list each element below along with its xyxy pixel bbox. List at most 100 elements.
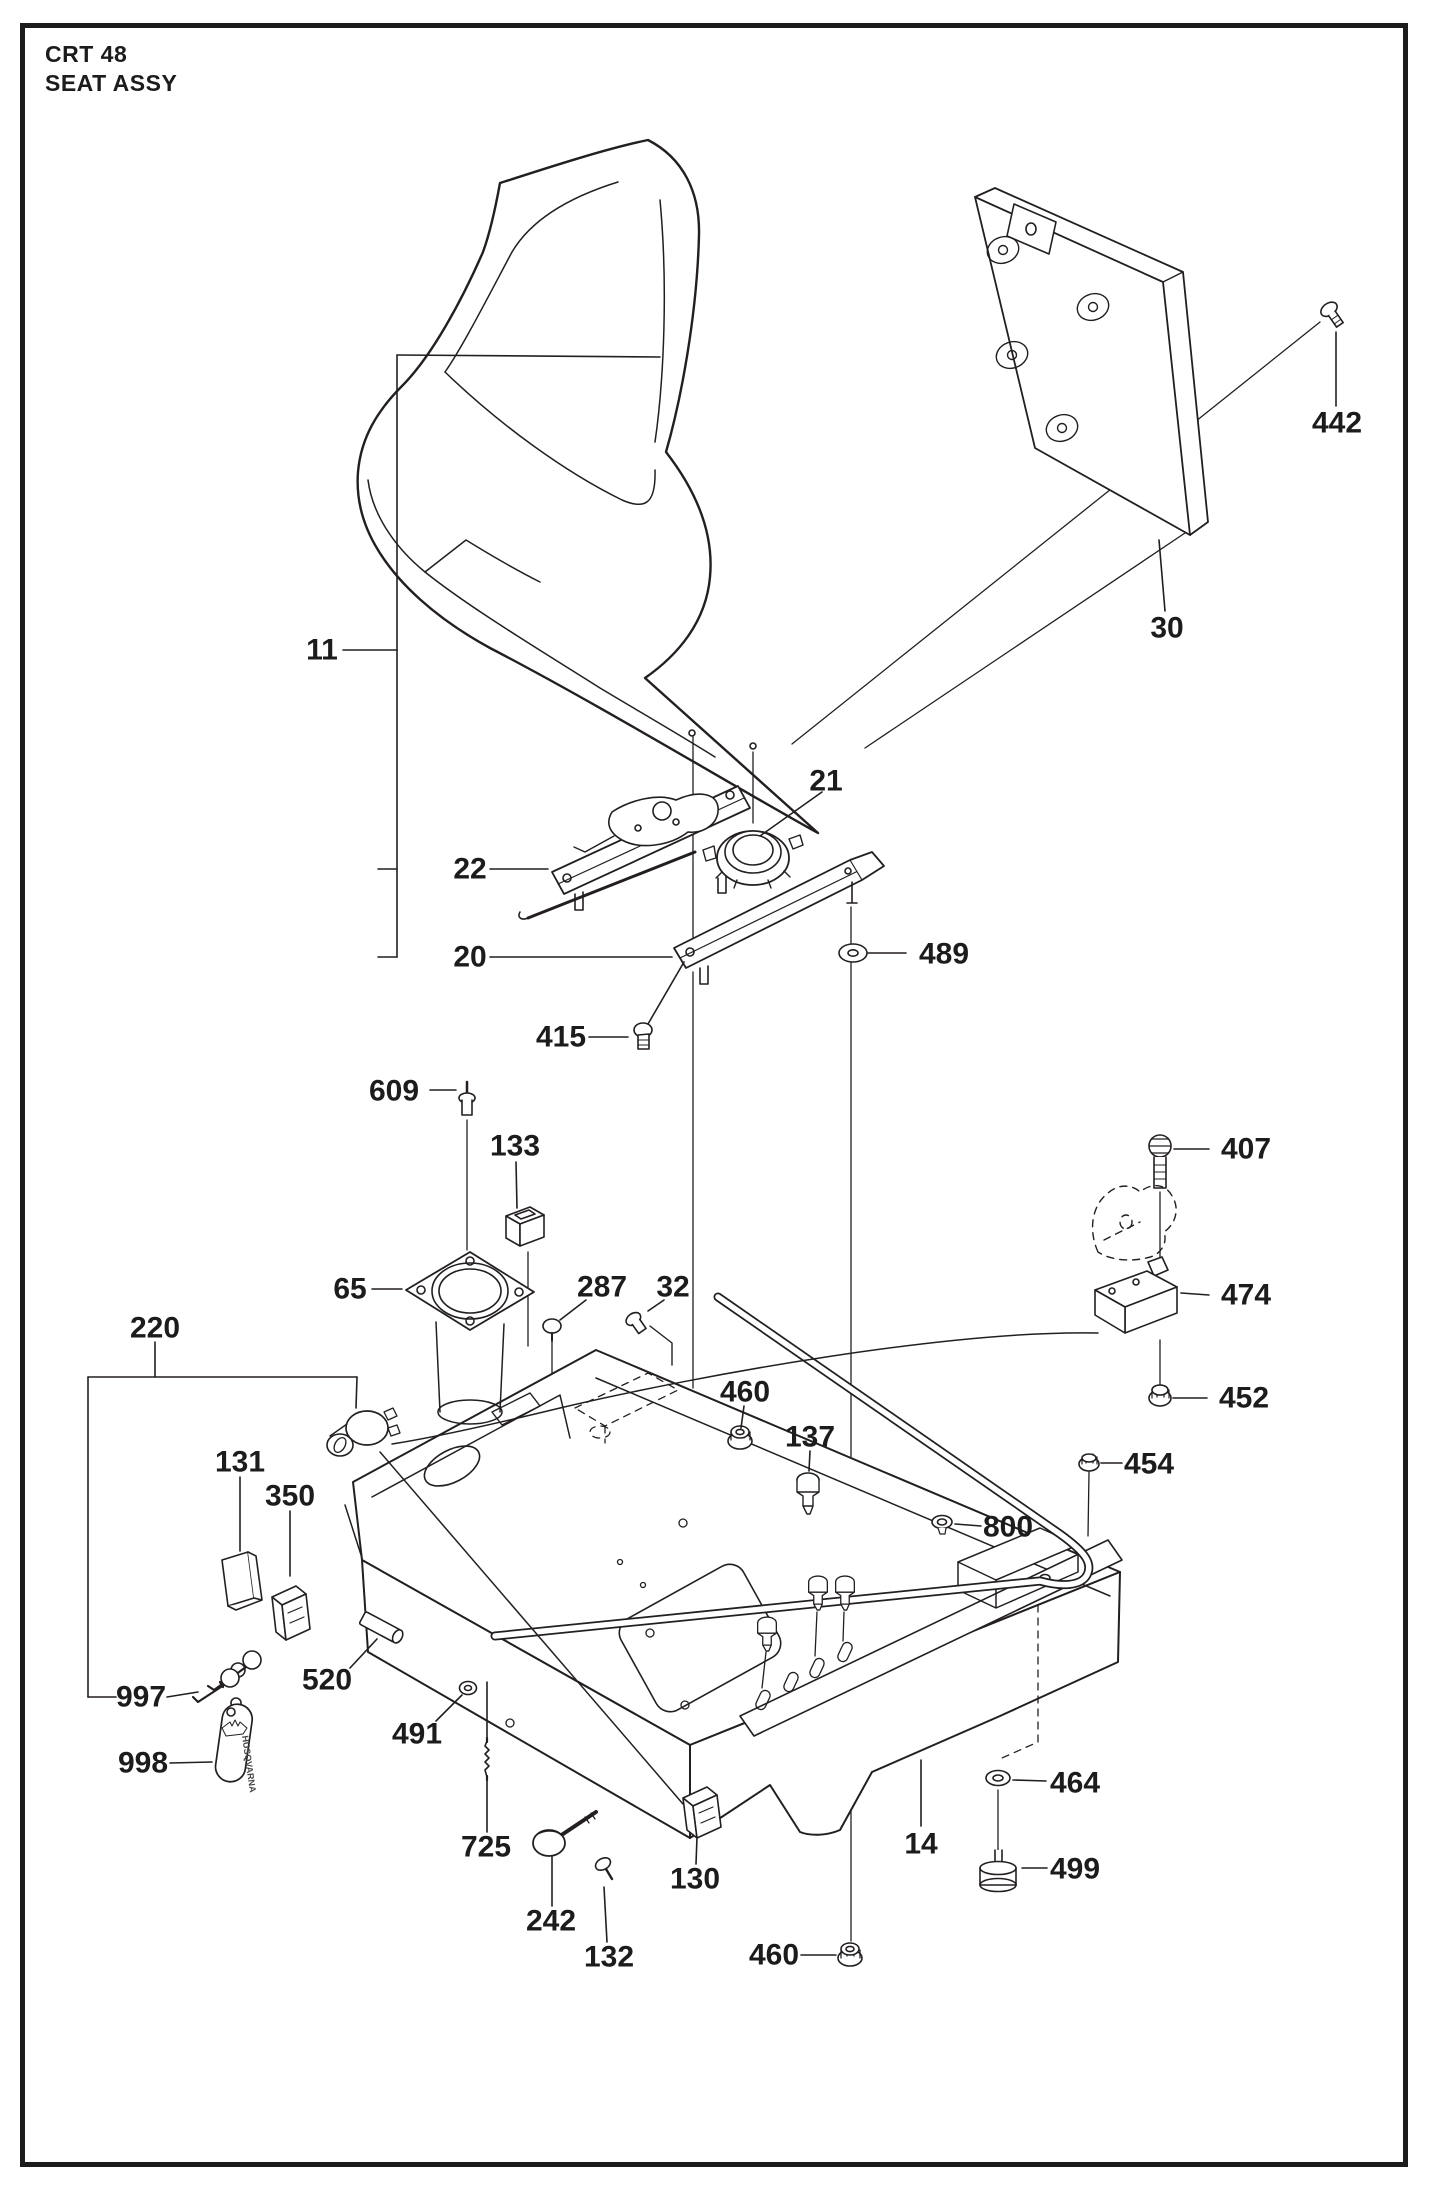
leader-line-130 bbox=[696, 1837, 697, 1864]
part-label-442: 442 bbox=[1312, 407, 1362, 440]
part-label-132: 132 bbox=[584, 1941, 634, 1974]
part-label-130: 130 bbox=[670, 1863, 720, 1896]
washer-489 bbox=[839, 944, 867, 962]
washer-464 bbox=[986, 1771, 1010, 1786]
seat-illustration bbox=[358, 140, 818, 833]
part-label-21: 21 bbox=[809, 765, 842, 798]
leader-line-137 bbox=[809, 1451, 810, 1471]
part-label-520: 520 bbox=[302, 1664, 352, 1697]
leader-line-415 bbox=[648, 962, 684, 1024]
nut-454 bbox=[1079, 1454, 1099, 1471]
leader-line-520 bbox=[350, 1639, 377, 1668]
part-label-287: 287 bbox=[577, 1271, 627, 1304]
part-label-474: 474 bbox=[1221, 1279, 1271, 1312]
bolt-32-lead bbox=[650, 1326, 672, 1365]
hidden-bracket-dashed bbox=[1093, 1186, 1177, 1260]
ignition-switch-220 bbox=[327, 1408, 400, 1456]
seat-rail-20 bbox=[674, 852, 884, 984]
leader-line-133 bbox=[516, 1162, 517, 1208]
part-label-464: 464 bbox=[1050, 1767, 1100, 1800]
back-plate-30 bbox=[792, 188, 1320, 748]
part-label-242: 242 bbox=[526, 1905, 576, 1938]
part-label-998: 998 bbox=[118, 1747, 168, 1780]
page-title: CRT 48 bbox=[45, 41, 128, 67]
part-label-499: 499 bbox=[1050, 1853, 1100, 1886]
knob-242 bbox=[533, 1812, 596, 1856]
part-label-22: 22 bbox=[453, 853, 486, 886]
leader-line-491 bbox=[436, 1695, 462, 1721]
part-label-350: 350 bbox=[265, 1480, 315, 1513]
page-border bbox=[20, 23, 1408, 2167]
leader-line-474 bbox=[1181, 1293, 1209, 1295]
part-label-491: 491 bbox=[392, 1718, 442, 1751]
leader-line-21 bbox=[760, 792, 822, 836]
safety-switch-474 bbox=[1095, 1257, 1177, 1333]
leader-line-997 bbox=[167, 1692, 198, 1697]
leader-line-30 bbox=[1159, 540, 1165, 611]
part-label-14: 14 bbox=[904, 1828, 938, 1861]
screw-415 bbox=[634, 1023, 652, 1049]
keys-997 bbox=[193, 1651, 261, 1702]
spring-725 bbox=[485, 1738, 489, 1780]
part-label-800: 800 bbox=[983, 1511, 1033, 1544]
part-label-220: 220 bbox=[130, 1312, 180, 1345]
part-label-489: 489 bbox=[919, 938, 969, 971]
pin-609 bbox=[459, 1082, 475, 1115]
screw-287 bbox=[543, 1319, 561, 1341]
part-label-11: 11 bbox=[306, 634, 338, 667]
part-label-20: 20 bbox=[453, 941, 486, 974]
part-label-609: 609 bbox=[369, 1075, 419, 1108]
support-rod bbox=[495, 1297, 1089, 1636]
leader-lines bbox=[88, 332, 1336, 1955]
part-label-460b: 460 bbox=[749, 1939, 799, 1972]
leader-line-998 bbox=[170, 1762, 212, 1763]
nut-460-top bbox=[728, 1426, 752, 1449]
part-label-452: 452 bbox=[1219, 1382, 1269, 1415]
leader-line-460t bbox=[741, 1406, 744, 1428]
leader-line-464 bbox=[1013, 1780, 1046, 1781]
leader-line-11 bbox=[397, 355, 660, 357]
grommet-491 bbox=[460, 1682, 477, 1695]
bolt-137 bbox=[797, 1473, 819, 1514]
switch-blank-131 bbox=[222, 1552, 262, 1610]
speaker-plate-65 bbox=[406, 1252, 534, 1424]
part-label-997: 997 bbox=[116, 1681, 166, 1714]
part-label-725: 725 bbox=[461, 1831, 511, 1864]
screw-442 bbox=[1318, 299, 1347, 330]
part-label-65: 65 bbox=[333, 1273, 366, 1306]
key-fob-998: HUSQVARNA bbox=[214, 1698, 258, 1794]
mount-tab bbox=[1007, 204, 1056, 254]
switch-130 bbox=[683, 1787, 721, 1838]
part-label-32: 32 bbox=[656, 1271, 689, 1304]
part-label-407: 407 bbox=[1221, 1133, 1271, 1166]
connector-133 bbox=[506, 1207, 544, 1246]
bolt-32 bbox=[624, 1310, 649, 1336]
part-label-454: 454 bbox=[1124, 1448, 1174, 1481]
bolt-800 bbox=[932, 1516, 952, 1535]
nut-452 bbox=[1149, 1385, 1171, 1406]
title-block: CRT 48 SEAT ASSY bbox=[45, 40, 177, 98]
pin-520 bbox=[359, 1611, 405, 1644]
part-label-131: 131 bbox=[215, 1446, 265, 1479]
seat-rail-22 bbox=[519, 786, 750, 919]
foot-499 bbox=[980, 1850, 1016, 1892]
leader-line-220 bbox=[356, 1377, 357, 1408]
page-subtitle: SEAT ASSY bbox=[45, 69, 178, 96]
pivot-knob-21 bbox=[703, 831, 803, 888]
plate-washers bbox=[984, 232, 1113, 445]
part-label-133: 133 bbox=[490, 1130, 540, 1163]
switch-350 bbox=[272, 1586, 310, 1640]
leader-line-132 bbox=[604, 1887, 607, 1942]
part-label-137: 137 bbox=[785, 1421, 835, 1454]
leader-line-800 bbox=[955, 1524, 981, 1526]
front-rail-bolts bbox=[758, 1576, 855, 1688]
screw-132 bbox=[593, 1855, 612, 1879]
part-label-415: 415 bbox=[536, 1021, 586, 1054]
bolt-407 bbox=[1149, 1135, 1171, 1188]
part-label-460t: 460 bbox=[720, 1376, 770, 1409]
rail-latch-plate bbox=[574, 794, 718, 852]
leader-line-32 bbox=[648, 1300, 664, 1311]
